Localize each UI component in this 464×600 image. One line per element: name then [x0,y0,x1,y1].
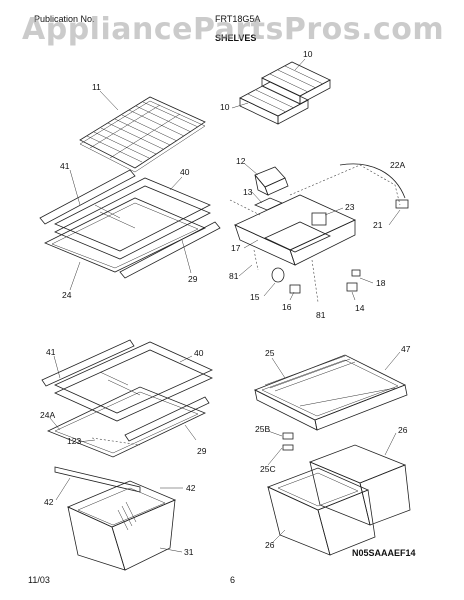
part-label-12: 12 [236,156,246,166]
part-label-15: 15 [250,292,260,302]
part-label-41-upper: 41 [60,161,70,171]
part-label-22A: 22A [390,160,405,170]
part-label-24A: 24A [40,410,55,420]
part-label-123: 123 [67,436,81,446]
part-label-13: 13 [243,187,253,197]
part-label-42-left: 42 [44,497,54,507]
footer-page-number: 6 [230,575,236,585]
leader-lines [49,58,401,553]
wire-shelf [79,96,206,173]
section-title: SHELVES [215,33,257,43]
part-label-26-right: 26 [398,425,408,435]
part-label-40-upper: 40 [180,167,190,177]
part-label-10-lower: 10 [220,102,230,112]
part-label-25: 25 [265,348,275,358]
part-label-14: 14 [355,303,365,313]
part-label-23: 23 [345,202,355,212]
watermark: AppliancePartsPros.com [22,12,445,47]
part-label-31: 31 [184,547,194,557]
part-label-81-left: 81 [229,271,239,281]
part-label-29-upper: 29 [188,274,198,284]
crisper-drawers-right [266,444,411,556]
part-label-40-lower: 40 [194,348,204,358]
part-label-41-lower: 41 [46,347,56,357]
model-number: FRT18G5A [215,14,261,24]
footer-date: 11/03 [28,575,50,585]
part-label-26-left: 26 [265,540,275,550]
glass-shelf-assembly-upper [39,169,221,279]
glass-shelf-assembly-lower [41,339,213,493]
part-label-18: 18 [376,278,386,288]
part-label-21: 21 [373,220,383,230]
part-label-16: 16 [282,302,292,312]
crisper-cover [254,354,408,451]
part-label-42-right: 42 [186,483,196,493]
part-label-25B: 25B [255,424,270,434]
publication-label: Publication No. [34,14,95,24]
part-label-81-right: 81 [316,310,326,320]
part-label-25C: 25C [260,464,276,474]
ice-trays [239,61,331,125]
part-label-29-lower: 29 [197,446,207,456]
part-label-10-upper: 10 [303,49,313,59]
part-label-17: 17 [231,243,241,253]
crisper-drawer-left [67,480,177,571]
ice-maker-assembly [229,163,409,303]
part-label-11: 11 [92,82,101,92]
part-label-47: 47 [401,344,411,354]
figure-code: N05SAAAEF14 [352,548,416,558]
part-label-24: 24 [62,290,72,300]
